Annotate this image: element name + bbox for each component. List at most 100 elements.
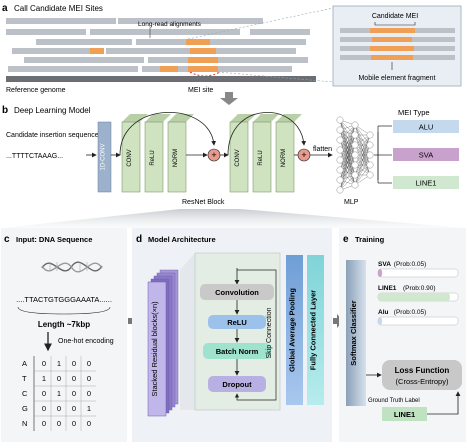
conv-layer-label: CONV: [127, 149, 133, 166]
layer-batch-norm-label: Batch Norm: [216, 347, 259, 356]
relu-layer-label: ReLU: [258, 150, 264, 165]
onehot-cell: 0: [42, 389, 46, 398]
length-label: Length ~7kbp: [38, 320, 90, 329]
norm-layer-label: NORM: [281, 149, 287, 167]
prob-class-name: LINE1: [378, 285, 397, 292]
prob-class-name: SVA: [378, 261, 391, 268]
ground-truth-value: LINE1: [394, 410, 415, 419]
conv-layer-label: CONV: [235, 149, 241, 166]
layer-relu-label: ReLU: [227, 318, 247, 327]
gap-label: Global Average Pooling: [288, 288, 297, 372]
onehot-base-label: T: [22, 374, 27, 383]
softmax-classifier-layer: [346, 260, 366, 406]
mei-fragment: [186, 39, 210, 45]
onehot-cell: 0: [72, 389, 76, 398]
prob-bar-fill: [378, 269, 382, 277]
mei-fragment: [160, 66, 178, 72]
input-sequence-text: ...TTTTCTAAAG...: [6, 153, 63, 160]
reference-genome-label: Reference genome: [6, 87, 66, 94]
onehot-cell: 0: [87, 419, 91, 428]
onehot-cell: 0: [72, 359, 76, 368]
inset-zoom: Candidate MEI Mobile element fragment: [332, 5, 462, 87]
panel-c-letter: c: [4, 234, 10, 245]
loss-function-title: Loss Function: [395, 366, 450, 375]
read-bar: [8, 66, 138, 72]
layer-batch-norm: [203, 343, 271, 359]
prob-bar-fill: [378, 317, 382, 325]
loss-function-box: [382, 360, 462, 390]
panel-c: c Input: DNA Sequence ....TTACTGTGGGAAAT…: [1, 228, 127, 442]
ground-truth-value-box: [382, 407, 427, 421]
panel-b-letter: b: [2, 105, 8, 116]
fully-connected-layer: [307, 255, 324, 405]
resnet-block-1: CONV ReLU NORM +: [119, 112, 221, 193]
panel-d-title: Model Architecture: [148, 235, 216, 244]
onehot-cell: 1: [57, 389, 61, 398]
read-bar: [136, 39, 306, 45]
norm-layer-label: NORM: [173, 149, 179, 167]
layer-dropout-label: Dropout: [222, 380, 252, 389]
relu-layer-label: ReLU: [150, 150, 156, 165]
one-hot-encoding-label: One-hot encoding: [58, 338, 114, 345]
read-bar: [148, 57, 308, 63]
layer-relu: [208, 315, 266, 329]
onehot-base-label: N: [22, 419, 27, 428]
down-arrow-icon: [220, 92, 238, 105]
panel-d-letter: d: [136, 234, 142, 245]
onehot-base-label: G: [22, 404, 28, 413]
stacked-blocks-label: Stacked Residual blocks(×n): [150, 301, 159, 397]
mei-type-line1: [393, 176, 459, 189]
prob-value-text: (Prob:0.05): [394, 309, 427, 316]
onehot-cell: 0: [42, 359, 46, 368]
panel-b-title: Deep Learning Model: [14, 106, 91, 115]
residual-block-detail: Convolution ReLU Batch Norm Dropout Skip…: [194, 252, 281, 411]
mlp-label: MLP: [344, 199, 359, 206]
mei-type-sva-label: SVA: [419, 151, 433, 160]
mei-fragment: [188, 66, 218, 72]
onehot-base-label: A: [22, 359, 27, 368]
mlp-network: [336, 116, 374, 194]
mei-type-alu-label: ALU: [419, 123, 434, 132]
onehot-cell: 0: [57, 374, 61, 383]
loss-function-subtitle: (Cross-Entropy): [396, 377, 449, 386]
panel-c-title: Input: DNA Sequence: [16, 235, 92, 244]
prob-value-text: (Prob:0.05): [394, 261, 427, 268]
reference-genome-bar: [6, 76, 316, 82]
input-sequence-label: Candidate insertion sequence: [6, 132, 99, 139]
onehot-cell: 1: [42, 374, 46, 383]
right-arrow-icon: [333, 314, 343, 328]
onehot-cell: 0: [57, 419, 61, 428]
mei-fragment: [190, 48, 216, 54]
prob-bar-fill: [378, 293, 450, 301]
panel-c-background: [1, 228, 127, 442]
onehot-cell: 0: [87, 359, 91, 368]
read-bar: [12, 48, 102, 54]
panel-b: b Deep Learning Model Candidate insertio…: [2, 105, 459, 206]
onehot-cell: 0: [87, 389, 91, 398]
svg-text:+: +: [211, 150, 216, 160]
read-bar: [250, 29, 310, 35]
conv1d-block: [97, 121, 112, 193]
mei-type-alu: [393, 120, 459, 133]
read-alignments: [6, 18, 310, 77]
mei-site-label: MEI site: [188, 87, 213, 94]
onehot-cell: 0: [72, 404, 76, 413]
onehot-cell: 1: [87, 404, 91, 413]
onehot-cell: 1: [57, 359, 61, 368]
ground-truth-label: Ground Truth Label: [368, 398, 420, 404]
mei-type-sva: [393, 148, 459, 161]
onehot-cell: 0: [87, 374, 91, 383]
class-probabilities: SVA(Prob:0.05)LINE1(Prob:0.90)Alu(Prob:0…: [377, 261, 459, 326]
layer-convolution: [200, 284, 274, 300]
skip-connection-label: Skip Connection: [266, 307, 273, 358]
mei-type-title: MEI Type: [398, 108, 430, 117]
onehot-cell: 0: [42, 419, 46, 428]
dna-helix-icon: [41, 261, 103, 273]
read-bar: [6, 29, 86, 35]
panel-e-letter: e: [343, 234, 349, 245]
onehot-base-label: C: [22, 389, 28, 398]
detail-fan: [2, 209, 465, 228]
